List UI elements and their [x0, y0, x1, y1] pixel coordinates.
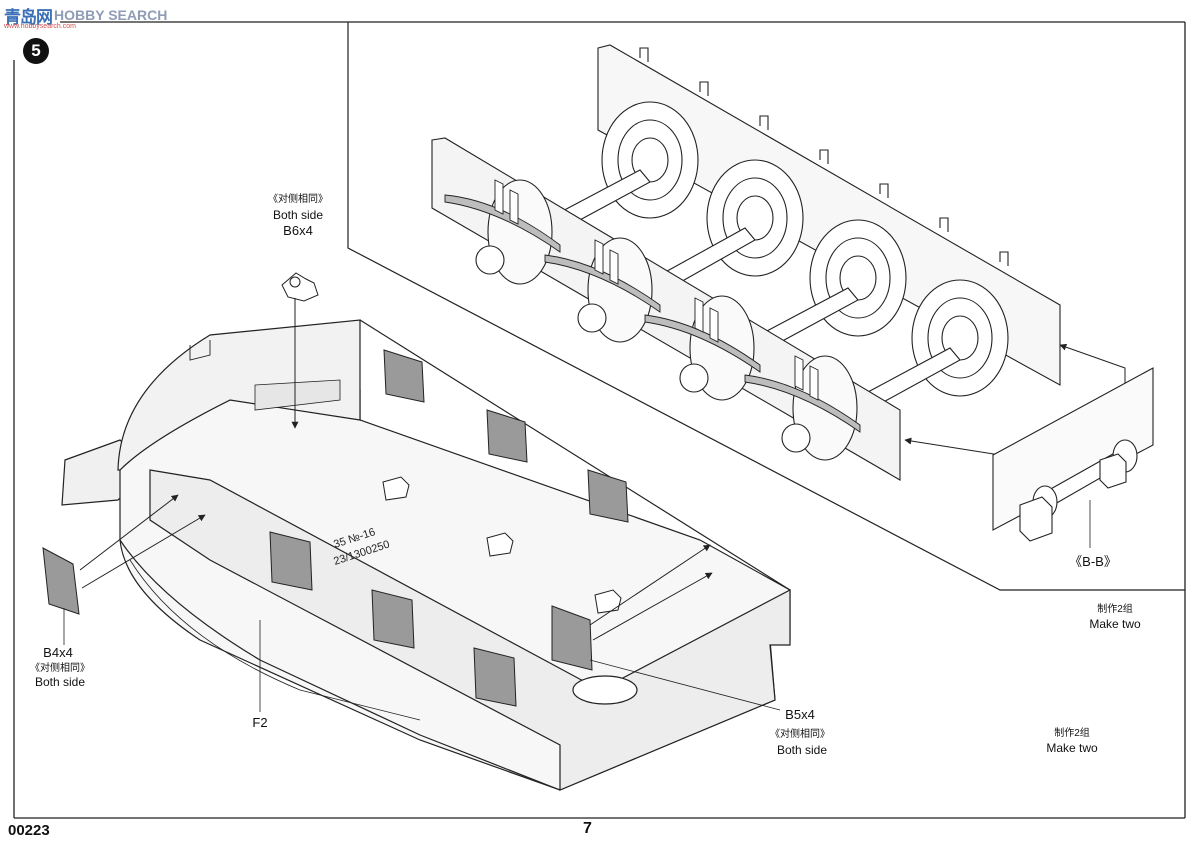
f2-part-label: F2: [252, 715, 268, 730]
armor-plates-outer: [269, 531, 517, 707]
assembly-arrows: [79, 298, 1126, 641]
leaf-springs: [444, 194, 861, 433]
make-two-cn-1: 制作2组: [1097, 604, 1133, 615]
detail-panel-border: [347, 22, 1185, 591]
part-b5: [551, 605, 593, 671]
step-number: 5: [31, 41, 41, 60]
make-two-en-2: Make two: [1046, 741, 1098, 755]
leader-lines: [63, 500, 1091, 712]
watermark-logo-sub: www.hobbysearch.com: [4, 23, 76, 30]
b5-note-en: Both side: [776, 743, 828, 757]
b6-note-cn: 《对侧相同》: [268, 194, 328, 205]
hub-caps: [475, 245, 811, 453]
b4-note-en: Both side: [34, 675, 86, 689]
hull-brackets: [382, 476, 622, 614]
b4-note-cn: 《对侧相同》: [30, 663, 90, 674]
b6-part-label: B6x4: [283, 223, 313, 238]
road-wheels: [601, 101, 1009, 397]
suspension-assembly: [431, 44, 1061, 481]
b6-note-en: Both side: [272, 208, 324, 222]
watermark-logo-cn: 青岛网: [4, 7, 53, 27]
make-two-cn-2: 制作2组: [1054, 728, 1090, 739]
armor-plates-inner: [383, 349, 629, 523]
section-bb-label: 《B-B》: [1069, 554, 1117, 569]
bracket-fins: [494, 179, 819, 401]
page-frame: [13, 21, 1186, 819]
step-number-badge: 5: [23, 38, 49, 64]
product-code: 00223: [8, 822, 50, 839]
b5-part-label: B5x4: [785, 707, 815, 722]
axles: [554, 169, 961, 406]
hull-part-f2: [61, 319, 791, 791]
b4-part-label: B4x4: [43, 645, 73, 660]
watermark-logo-en: HOBBY SEARCH: [54, 7, 168, 23]
page-number: 7: [583, 820, 592, 837]
watermark-logo: 青岛网 HOBBY SEARCH www.hobbysearch.com: [4, 4, 168, 30]
make-two-en-1: Make two: [1089, 617, 1141, 631]
section-bb-panel: [992, 367, 1154, 542]
part-b4: [42, 547, 80, 615]
part-b6: [281, 272, 319, 302]
b5-note-cn: 《对侧相同》: [770, 729, 830, 740]
